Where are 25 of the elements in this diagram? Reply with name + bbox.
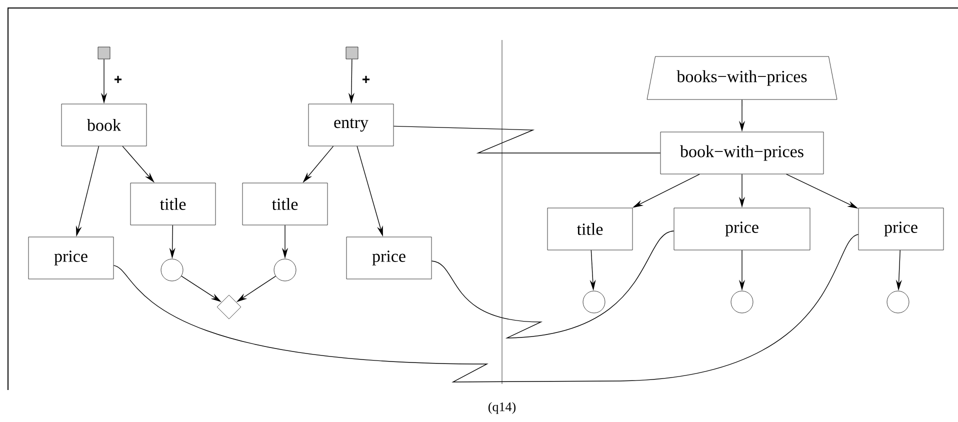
- element-box: title: [130, 182, 216, 226]
- circle-node: [582, 290, 606, 314]
- element-box: title: [547, 208, 633, 250]
- element-box: price: [346, 236, 432, 280]
- element-box: price: [674, 208, 810, 250]
- source-square: [346, 46, 358, 60]
- element-box: book: [61, 104, 147, 146]
- circle-node: [886, 290, 910, 314]
- element-box: entry: [308, 104, 394, 146]
- element-box: book−with−prices: [660, 132, 824, 174]
- element-box: price: [28, 236, 114, 280]
- circle-node: [160, 258, 184, 282]
- trapezoid-box: books−with−prices: [646, 56, 838, 100]
- source-square: [98, 46, 110, 60]
- break-connector: [393, 126, 661, 154]
- edge-label: +: [362, 76, 370, 83]
- element-box: price: [858, 208, 944, 250]
- caption: (q14): [488, 402, 516, 414]
- element-box: title: [242, 182, 328, 226]
- circle-node: [730, 290, 754, 314]
- edge-label: +: [114, 76, 122, 83]
- diamond-node: [216, 294, 242, 320]
- break-connector: [113, 234, 859, 382]
- circle-node: [274, 258, 296, 282]
- break-connector: [431, 230, 674, 338]
